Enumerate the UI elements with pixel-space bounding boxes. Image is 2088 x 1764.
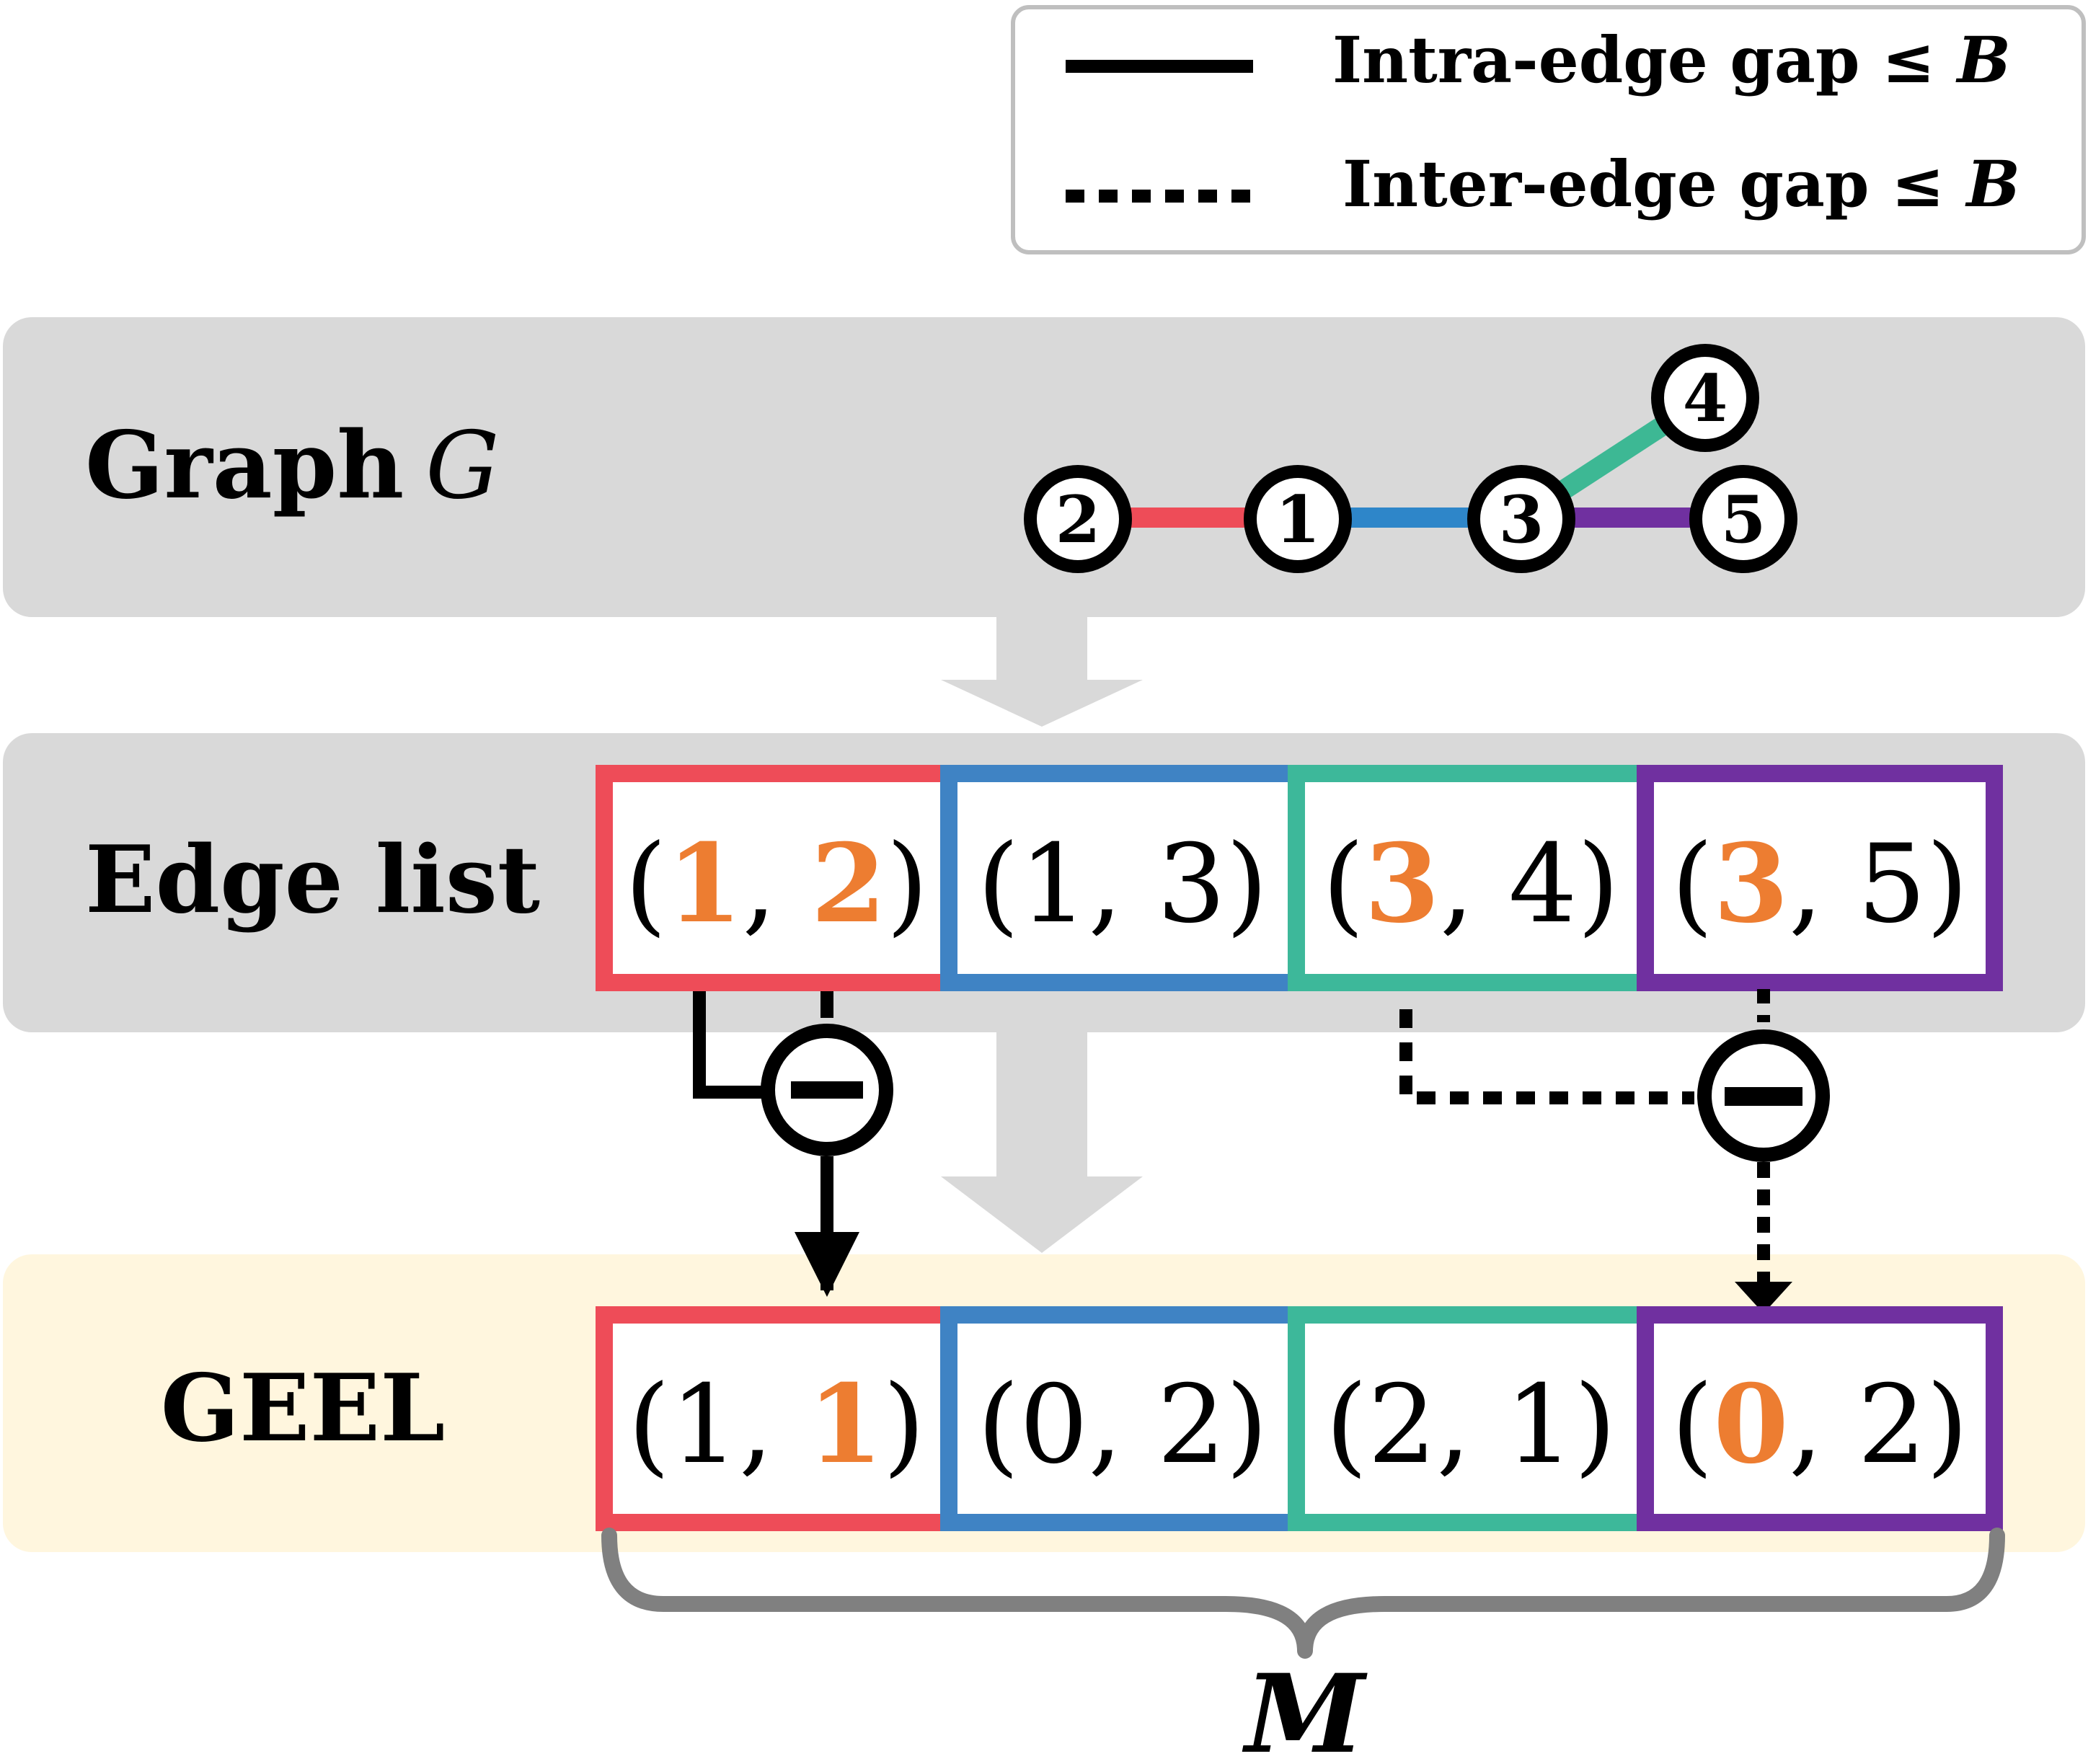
geel-title: GEEL	[161, 1355, 445, 1463]
edge-pair-text: (1, 3)	[977, 822, 1268, 947]
edge-pair-text: (3, 5)	[1671, 820, 1968, 947]
graph-node: 4	[1651, 344, 1759, 452]
geel-cell: (2, 1)	[1288, 1306, 1654, 1531]
edge-list-cell: (1, 2)	[596, 765, 957, 991]
legend-inter-text: Inter-edge gap ≤ B	[1342, 146, 2020, 221]
graph-symbol: G	[425, 412, 499, 520]
minus-bar	[791, 1081, 863, 1099]
geel-pair-text: (0, 2)	[1671, 1361, 1968, 1488]
flow-arrow-edgelist-to-geel	[941, 1032, 1143, 1253]
graph-node: 1	[1244, 465, 1352, 573]
legend-bound-symbol: B	[1955, 22, 2010, 97]
inter-edge-subtraction	[1399, 989, 1830, 1313]
geel-pair-text: (2, 1)	[1325, 1362, 1616, 1488]
minus-bar	[1725, 1087, 1802, 1106]
legend-bound-symbol: B	[1964, 146, 2020, 221]
node-label: 3	[1499, 482, 1544, 558]
edge-list-title: Edge list	[85, 826, 540, 934]
legend-intra-text: Intra-edge gap ≤ B	[1332, 22, 2011, 97]
geel-cells: (1, 1) (0, 2) (2, 1) (0, 2)	[596, 1306, 2003, 1531]
geel-cell: (0, 2)	[940, 1306, 1305, 1531]
edge-list-cells: (1, 2) (1, 3) (3, 4) (3, 5)	[596, 765, 2003, 991]
edge-list-cell: (3, 4)	[1288, 765, 1654, 991]
inter-arrow-head	[1735, 1282, 1792, 1313]
flow-arrow-graph-to-edgelist	[941, 617, 1143, 727]
edge-pair-text: (1, 2)	[624, 820, 928, 947]
edge-list-cell: (1, 3)	[940, 765, 1305, 991]
legend-box	[1011, 5, 2086, 254]
brace-label: M	[1242, 1651, 1368, 1764]
node-label: 4	[1683, 360, 1728, 437]
inter-connector-line	[1399, 1009, 1694, 1104]
node-label: 2	[1056, 482, 1101, 558]
node-label: 5	[1721, 482, 1766, 558]
node-label: 1	[1275, 482, 1321, 558]
geel-pair-text: (0, 2)	[977, 1362, 1268, 1488]
length-brace	[601, 1528, 2005, 1659]
graph-node: 2	[1024, 465, 1132, 573]
edge-pair-text: (3, 4)	[1322, 820, 1619, 947]
intra-connector-line	[693, 991, 779, 1099]
graph-node: 3	[1467, 465, 1575, 573]
edge-list-cell: (3, 5)	[1637, 765, 2003, 991]
geel-cell: (1, 1)	[596, 1306, 957, 1531]
intra-edge-subtraction	[693, 991, 893, 1297]
graph-nodes: 2 1 3 4 5	[1024, 344, 1797, 573]
geel-cell: (0, 2)	[1637, 1306, 2003, 1531]
legend: Intra-edge gap ≤ B Inter-edge gap ≤ B	[1011, 5, 2086, 254]
graph-node: 5	[1689, 465, 1797, 573]
geel-pair-text: (1, 1)	[628, 1361, 925, 1488]
